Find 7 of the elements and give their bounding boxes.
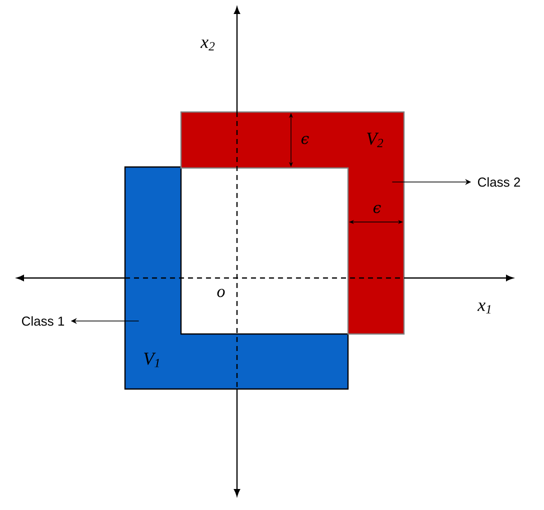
axis-label: x$_{2}$ [200, 40, 215, 50]
dimension-label: ϵ [301, 136, 309, 144]
dimension-label: ϵ [373, 204, 381, 214]
class-label: Class 2 [478, 177, 520, 187]
origin-label: o [217, 288, 225, 298]
axis-label: x$_{1}$ [477, 302, 491, 314]
class-label: Class 1 [22, 316, 64, 326]
